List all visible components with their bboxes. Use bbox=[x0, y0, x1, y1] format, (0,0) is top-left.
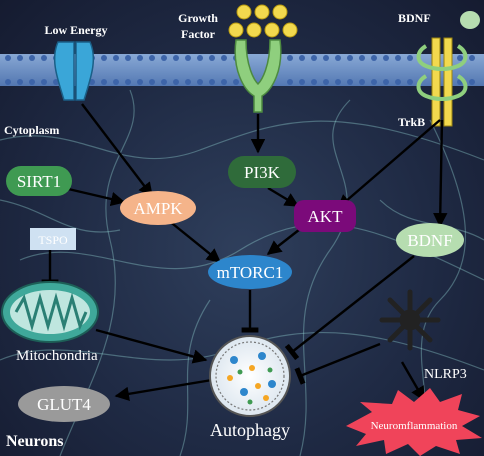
growth-factor-ligand-icon bbox=[228, 4, 298, 38]
neuroinflammation-label: Neuromflammation bbox=[371, 420, 458, 432]
autophagy-label: Autophagy bbox=[210, 420, 290, 440]
ion-channel-icon bbox=[53, 41, 95, 101]
mtorc1-label: mTORC1 bbox=[217, 263, 284, 282]
sirt1-label: SIRT1 bbox=[17, 172, 61, 191]
bdnf-ligand-icon bbox=[460, 11, 480, 29]
pi3k-node bbox=[228, 156, 296, 188]
low-energy-label: Low Energy bbox=[45, 23, 108, 37]
pi3k-label: PI3K bbox=[244, 163, 281, 182]
autophagosome-icon bbox=[209, 335, 291, 417]
neurons-label: Neurons bbox=[6, 433, 64, 450]
trkb-receptor-icon bbox=[416, 37, 468, 127]
nlrp3-icon bbox=[379, 289, 441, 351]
akt-label: AKT bbox=[308, 207, 344, 226]
mitochondria-icon bbox=[1, 281, 99, 343]
nlrp3-label: NLRP3 bbox=[424, 367, 467, 382]
trkb-label: TrkB bbox=[398, 115, 425, 129]
growth-factor-receptor-icon bbox=[234, 39, 282, 113]
sirt1-node bbox=[6, 166, 72, 196]
bdnf-label: BDNF bbox=[407, 231, 452, 250]
glut4-label: GLUT4 bbox=[37, 395, 91, 414]
glut4-node bbox=[18, 386, 110, 422]
pathway-arrows bbox=[41, 103, 448, 402]
cytoplasm-label: Cytoplasm bbox=[4, 123, 59, 137]
akt-node bbox=[294, 200, 356, 232]
ampk-label: AMPK bbox=[133, 199, 183, 218]
bdnf-top-label: BDNF bbox=[398, 11, 431, 25]
ampk-node bbox=[120, 191, 196, 225]
neuroinflammation-burst bbox=[346, 388, 482, 456]
tspo-label: TSPO bbox=[38, 233, 68, 247]
bdnf-node bbox=[396, 223, 464, 257]
tspo-node bbox=[30, 228, 76, 250]
growth-factor-label-line2: Factor bbox=[181, 27, 216, 41]
mtorc1-node bbox=[208, 255, 292, 289]
growth-factor-label-line1: Growth bbox=[178, 11, 218, 25]
mitochondria-label: Mitochondria bbox=[16, 348, 98, 364]
